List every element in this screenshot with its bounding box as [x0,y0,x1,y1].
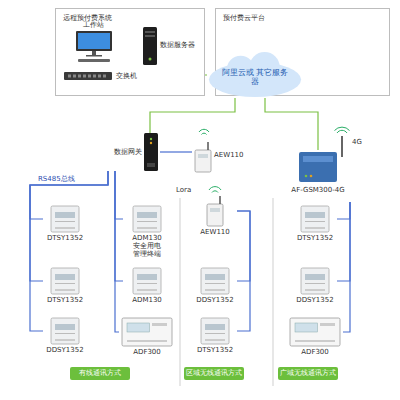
node-label: AEW110 [193,228,237,236]
energy-meter: DDSY1352 [193,268,237,304]
node-label: DDSY1352 [43,346,87,354]
system-region: 远程预付费系统工作站数据服务器交换机 [55,8,205,96]
node-label: 安全用电 管理终端 [132,242,162,258]
meter-icon [301,268,329,294]
meter-icon [133,206,161,232]
comm-badge: 区域无线通讯方式 [184,367,244,380]
meter-icon [51,318,79,344]
gateway-icon [144,133,158,171]
node-label: ADF300 [287,348,343,356]
switch-icon [64,72,112,80]
connector-line [150,98,235,133]
connector-line [337,202,350,281]
data-gateway: 数据网关 [105,133,160,171]
region-title: 远程预付费系统 [63,14,204,22]
node-label: DTSY1352 [43,234,87,242]
wireless-signal [199,129,209,134]
node-label: AF-GSM300-4G [285,186,351,194]
connector-line [343,202,350,332]
lora-module: AEW110 [192,138,254,174]
meter-icon [51,206,79,232]
antenna [341,136,343,157]
connector-line [237,211,250,281]
node-label: ADM130 [123,296,171,304]
network-label: 4G [352,138,362,146]
wireless-signal [209,187,221,193]
comm-badge: 有线通讯方式 [70,367,130,380]
energy-meter: DTSY1352 [293,206,337,242]
adf-icon [122,318,172,346]
energy-meter: DTSY1352 [43,268,87,304]
badge-text: 有线通讯方式 [72,369,128,377]
connector-line [337,202,350,219]
connector-line [265,98,318,150]
energy-meter: DTSY1352 [43,206,87,242]
zone-divider [273,198,274,386]
data-server: 数据服务器 [141,27,203,65]
node-label: DDSY1352 [293,296,337,304]
node-label: 交换机 [116,72,154,80]
energy-meter: DTSY1352 [193,318,237,354]
connector-line [30,171,108,331]
wireless-signal [335,127,350,133]
safety-terminal: ADM130 [123,268,171,304]
prepaid-meter: ADF300 [119,318,175,356]
meter-icon [201,268,229,294]
meter-icon [201,318,229,344]
connector-line [115,171,123,219]
badge-text: 区域无线通讯方式 [186,369,242,377]
bus-label: RS485总线 [38,175,75,183]
lora-module: AEW110 [193,196,237,236]
tower-icon [143,27,157,65]
workstation: 工作站 [66,21,121,65]
prepaid-meter: ADF300 [287,318,343,356]
connector-line [115,171,119,332]
aew-icon [207,196,223,226]
connector-line [160,151,192,152]
node-label: 数据网关 [105,148,142,156]
badge-text: 广域无线通讯方式 [280,369,336,377]
meter-icon [301,206,329,232]
energy-meter: DDSY1352 [43,318,87,354]
energy-meter: DDSY1352 [293,268,337,304]
cloud-server: 阿里云或 其它服务器 [207,52,303,98]
safety-terminal: ADM130安全用电 管理终端 [123,206,171,258]
gsm-module: AF-GSM300-4G [285,150,351,202]
connector-line [115,171,123,281]
node-label: DTSY1352 [43,296,87,304]
comm-badge: 广域无线通讯方式 [278,367,338,380]
node-label: 工作站 [66,21,121,29]
adf-icon [290,318,340,346]
node-label: DDSY1352 [193,296,237,304]
node-label: DTSY1352 [193,346,237,354]
connector-line [237,211,250,331]
node-label: 阿里云或 其它服务器 [221,68,289,86]
node-label: AEW110 [214,151,254,159]
node-label: DTSY1352 [293,234,337,242]
zone-divider [180,198,181,386]
node-label: 数据服务器 [160,41,203,49]
monitor-icon [74,31,114,63]
meter-icon [133,268,161,294]
gsm-icon [299,152,337,182]
meter-icon [51,268,79,294]
connector-line [30,171,108,281]
link-label: Lora [176,186,191,194]
node-label: ADM130 [123,234,171,242]
region-title: 预付费云平台 [223,14,389,22]
node-label: ADF300 [119,348,175,356]
network-switch: 交换机 [64,69,154,83]
aew-icon [195,142,211,172]
